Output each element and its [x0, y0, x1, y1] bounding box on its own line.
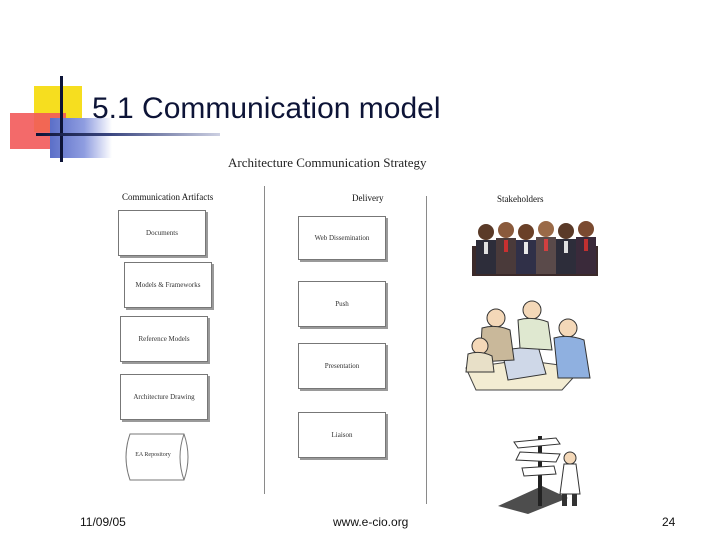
footer-page-number: 24 — [662, 515, 676, 529]
stakeholders-business-group-image — [472, 221, 598, 276]
delivery-box-liaison: Liaison — [298, 412, 386, 458]
ea-repository-label: EA Repository — [135, 452, 171, 458]
artifact-box-models-frameworks: Models & Frameworks — [124, 262, 212, 308]
delivery-box-web-dissemination: Web Dissemination — [298, 216, 386, 260]
stakeholders-team-meeting-image — [465, 300, 591, 391]
title-decoration-horizontal-line — [36, 133, 220, 136]
stakeholders-signpost-image — [498, 436, 581, 514]
delivery-box-presentation: Presentation — [298, 343, 386, 389]
footer-date: 11/09/05 — [80, 515, 126, 529]
diagram-title: Architecture Communication Strategy — [228, 155, 427, 170]
delivery-header: Delivery — [352, 193, 384, 203]
artifact-cylinder-ea-repository — [125, 433, 189, 481]
slide-title: 5.1 Communication model — [92, 92, 441, 125]
column-divider-left — [264, 186, 265, 494]
footer-url: www.e-cio.org — [333, 515, 409, 529]
artifact-box-architecture-drawing: Architecture Drawing — [120, 374, 208, 420]
artifact-box-reference-models: Reference Models — [120, 316, 208, 362]
delivery-box-push: Push — [298, 281, 386, 327]
title-decoration-vertical-line — [60, 76, 63, 162]
artifacts-header: Communication Artifacts — [122, 192, 214, 202]
stakeholders-header: Stakeholders — [497, 194, 544, 204]
artifact-box-documents: Documents — [118, 210, 206, 256]
column-divider-right — [426, 196, 427, 504]
